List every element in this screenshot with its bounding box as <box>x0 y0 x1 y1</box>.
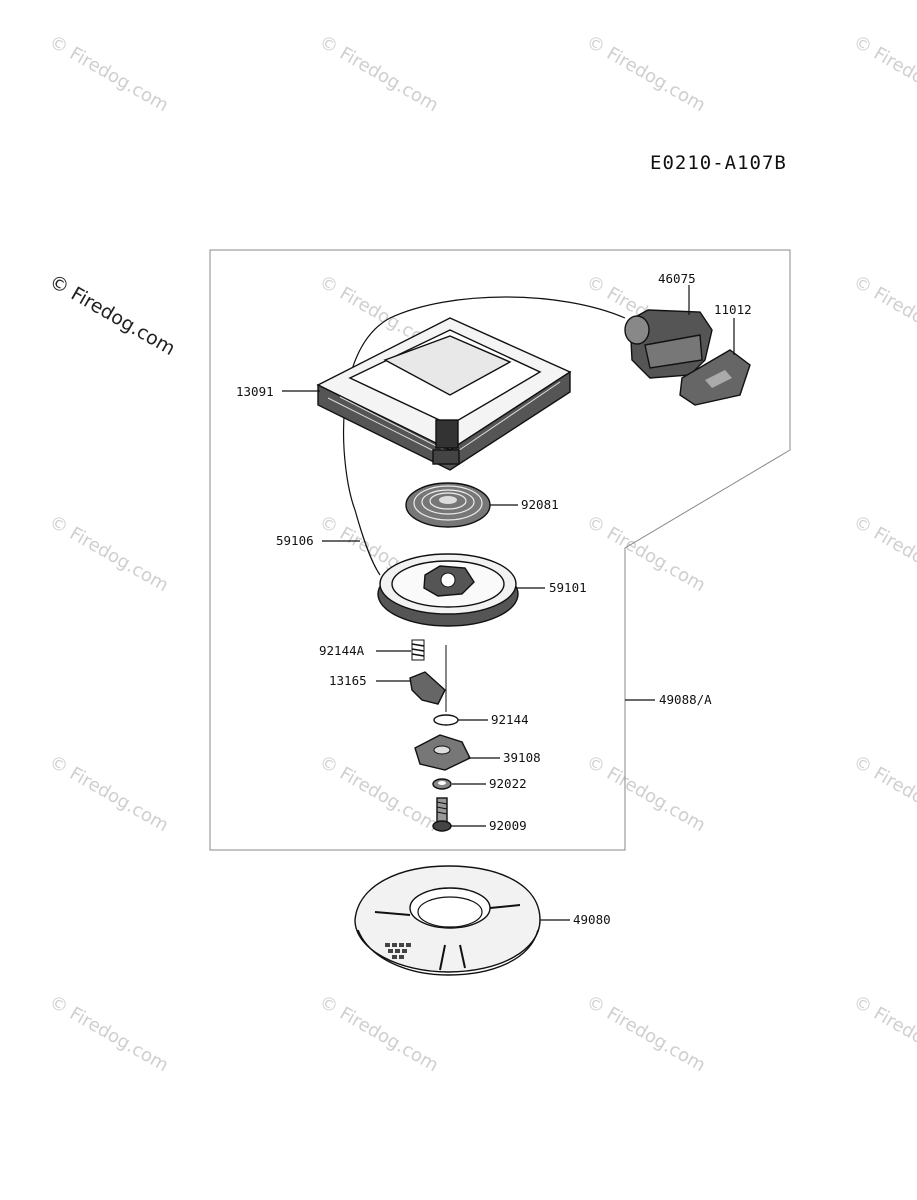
screw-92009 <box>432 797 452 832</box>
handle-insert-11012 <box>679 349 751 406</box>
assembly-boundary <box>209 249 791 851</box>
watermark: © Firedog.com <box>46 511 172 596</box>
watermark: © Firedog.com <box>46 991 172 1076</box>
watermark: © Firedog.com <box>583 751 709 836</box>
guide-39108 <box>414 734 471 771</box>
part-label-13091: 13091 <box>236 384 274 399</box>
diagram-code: E0210-A107B <box>650 152 787 174</box>
part-label-92022: 92022 <box>489 776 527 791</box>
watermark: © Firedog.com <box>583 511 709 596</box>
part-label-13165: 13165 <box>329 673 367 688</box>
watermark: © Firedog.com <box>850 991 917 1076</box>
part-label-49088A: 49088/A <box>659 692 712 707</box>
handle-46075 <box>624 309 713 379</box>
part-label-92081: 92081 <box>521 497 559 512</box>
watermark: © Firedog.com <box>850 751 917 836</box>
pawl-13165 <box>409 671 446 705</box>
part-labels: 46075 11012 13091 92081 59106 59101 9214… <box>236 271 752 927</box>
spring-92144A <box>411 639 425 661</box>
watermark: © Firedog.com <box>850 271 917 356</box>
part-label-11012: 11012 <box>714 302 752 317</box>
watermark: © Firedog.com <box>46 751 172 836</box>
part-label-92144A: 92144A <box>319 643 365 658</box>
starter-cover-13091 <box>316 317 572 471</box>
part-label-59101: 59101 <box>549 580 587 595</box>
watermark: © Firedog.com <box>316 31 442 116</box>
part-label-92009: 92009 <box>489 818 527 833</box>
pulley-grid <box>385 943 411 959</box>
part-label-49080: 49080 <box>573 912 611 927</box>
pulley-49080 <box>354 865 541 976</box>
leader-lines <box>282 285 735 921</box>
watermark: © Firedog.com <box>583 31 709 116</box>
washer-92022 <box>432 778 452 790</box>
watermark: © Firedog.com <box>46 31 172 116</box>
part-label-46075: 46075 <box>658 271 696 286</box>
part-label-59106: 59106 <box>276 533 314 548</box>
reel-59101 <box>377 553 519 627</box>
watermark: © Firedog.com <box>850 31 917 116</box>
part-label-39108: 39108 <box>503 750 541 765</box>
washer-92144 <box>433 645 459 726</box>
watermark: © Firedog.com <box>583 991 709 1076</box>
watermark: © Firedog.com <box>850 511 917 596</box>
watermark-dark: © Firedog.com <box>46 270 179 360</box>
watermark: © Firedog.com <box>316 991 442 1076</box>
spring-92081 <box>405 482 491 528</box>
starter-rope <box>343 296 626 576</box>
part-label-92144: 92144 <box>491 712 529 727</box>
